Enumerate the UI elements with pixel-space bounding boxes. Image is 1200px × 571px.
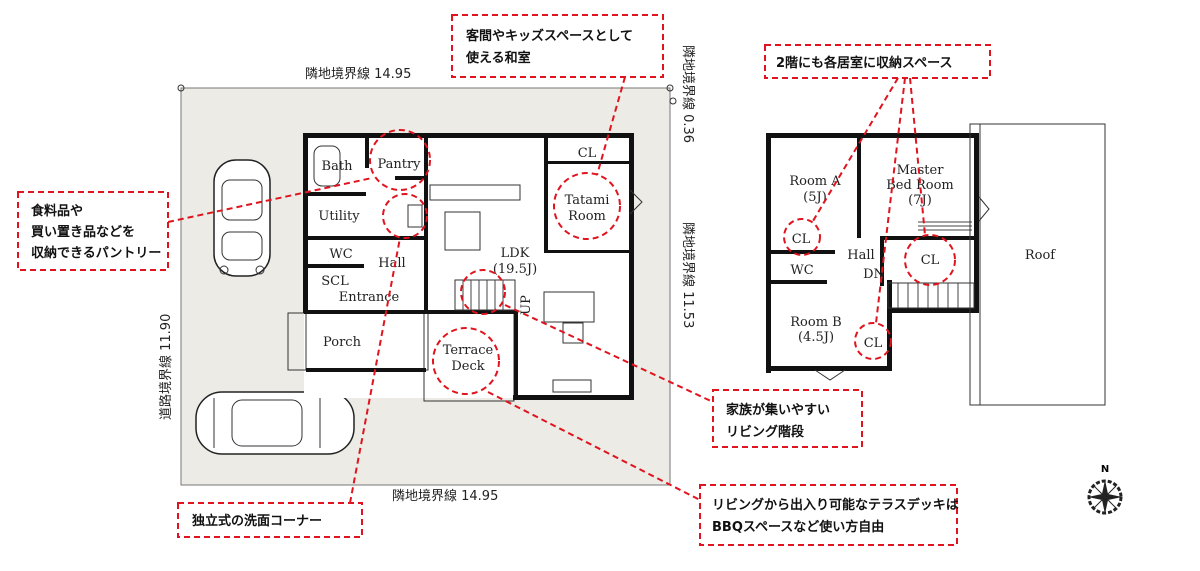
room-label-pantry: Pantry — [377, 157, 421, 172]
callout-tatami: 客間やキッズスペースとして 使える和室 — [451, 14, 664, 78]
room-size-master: (7J) — [908, 193, 932, 208]
room-label-cl: CL — [578, 146, 597, 161]
svg-text:独立式の洗面コーナー: 独立式の洗面コーナー — [192, 513, 322, 529]
callout-storage-2f: 2階にも各居室に収納スペース — [764, 44, 991, 79]
window — [629, 189, 643, 215]
room-label-roof: Roof — [1025, 248, 1056, 263]
leader-lines — [167, 76, 926, 504]
stairs — [454, 279, 516, 311]
room-size-room-a: (5J) — [803, 190, 827, 205]
callout-terrace: リビングから出入り可能なテラスデッキは BBQスペースなど使い方自由 — [699, 484, 959, 546]
site-corner — [666, 84, 674, 92]
stairs — [887, 282, 975, 309]
room-label-cl-a: CL — [792, 232, 811, 247]
room-size-ldk: (19.5J) — [493, 262, 537, 277]
room-label-hall: Hall — [378, 256, 405, 271]
svg-text:リビング階段: リビング階段 — [726, 424, 804, 440]
highlight-circles — [369, 129, 956, 395]
second-floor: Room A (5J) Master Bed Room (7J) CL CL C… — [766, 133, 990, 381]
room-label-terrace: Terrace — [443, 343, 494, 358]
svg-text:家族が集いやすい: 家族が集いやすい — [726, 402, 830, 418]
right-boundary-top-label: 隣地境界線 0.36 — [680, 45, 696, 143]
room-label-ldk: LDK — [501, 246, 530, 261]
callout-pantry: 食料品や 買い置き品などを 収納できるパントリー — [17, 191, 169, 271]
car-icon — [213, 159, 271, 277]
svg-text:客間やキッズスペースとして: 客間やキッズスペースとして — [466, 28, 633, 44]
top-boundary-label: 隣地境界線 14.95 — [305, 66, 411, 82]
room-label-porch: Porch — [323, 335, 362, 350]
callout-washroom: 独立式の洗面コーナー — [177, 502, 363, 538]
svg-text:リビングから出入り可能なテラスデッキは: リビングから出入り可能なテラスデッキは — [712, 497, 959, 513]
room-label-utility: Utility — [318, 209, 360, 224]
room-label-bath: Bath — [322, 159, 354, 174]
callout-stairs: 家族が集いやすい リビング階段 — [712, 389, 863, 448]
left-boundary-label: 道路境界線 11.90 — [158, 314, 174, 420]
car-icon — [195, 391, 355, 455]
first-floor: Bath Pantry Utility WC Hall SCL Entrance… — [287, 133, 643, 402]
stairs-down-label: DN — [863, 267, 885, 282]
compass-icon: N — [1087, 464, 1123, 515]
room-label-hall-2f: Hall — [847, 248, 874, 263]
room-label-tatami: Tatami — [565, 193, 610, 208]
room-label-cl-master: CL — [921, 253, 940, 268]
svg-text:食料品や: 食料品や — [31, 203, 83, 219]
room-label-bed-room: Bed Room — [886, 178, 953, 193]
room-label-entrance: Entrance — [339, 290, 400, 305]
svg-text:BBQスペースなど使い方自由: BBQスペースなど使い方自由 — [712, 519, 884, 535]
svg-text:使える和室: 使える和室 — [465, 50, 531, 66]
site-corner — [669, 97, 677, 105]
room-size-room-b: (4.5J) — [798, 330, 834, 345]
svg-text:収納できるパントリー: 収納できるパントリー — [31, 245, 161, 261]
room-label-room-a: Room A — [789, 174, 841, 189]
room-label-wc-2f: WC — [790, 263, 813, 278]
bottom-boundary-label: 隣地境界線 14.95 — [392, 488, 498, 504]
north-label: N — [1101, 464, 1109, 475]
stairs-up-label: UP — [519, 295, 534, 315]
site-corner — [177, 84, 185, 92]
room-label-scl: SCL — [321, 274, 349, 289]
room-label-wc: WC — [329, 247, 352, 262]
roof — [969, 123, 1106, 406]
room-label-master: Master — [897, 163, 945, 178]
room-label-tatami-room: Room — [568, 209, 606, 224]
svg-text:2階にも各居室に収納スペース: 2階にも各居室に収納スペース — [776, 55, 953, 71]
svg-text:買い置き品などを: 買い置き品などを — [31, 225, 135, 240]
room-label-cl-b: CL — [864, 336, 883, 351]
room-label-deck: Deck — [451, 359, 484, 374]
right-boundary-main-label: 隣地境界線 11.53 — [680, 222, 696, 328]
room-label-room-b: Room B — [790, 315, 841, 330]
